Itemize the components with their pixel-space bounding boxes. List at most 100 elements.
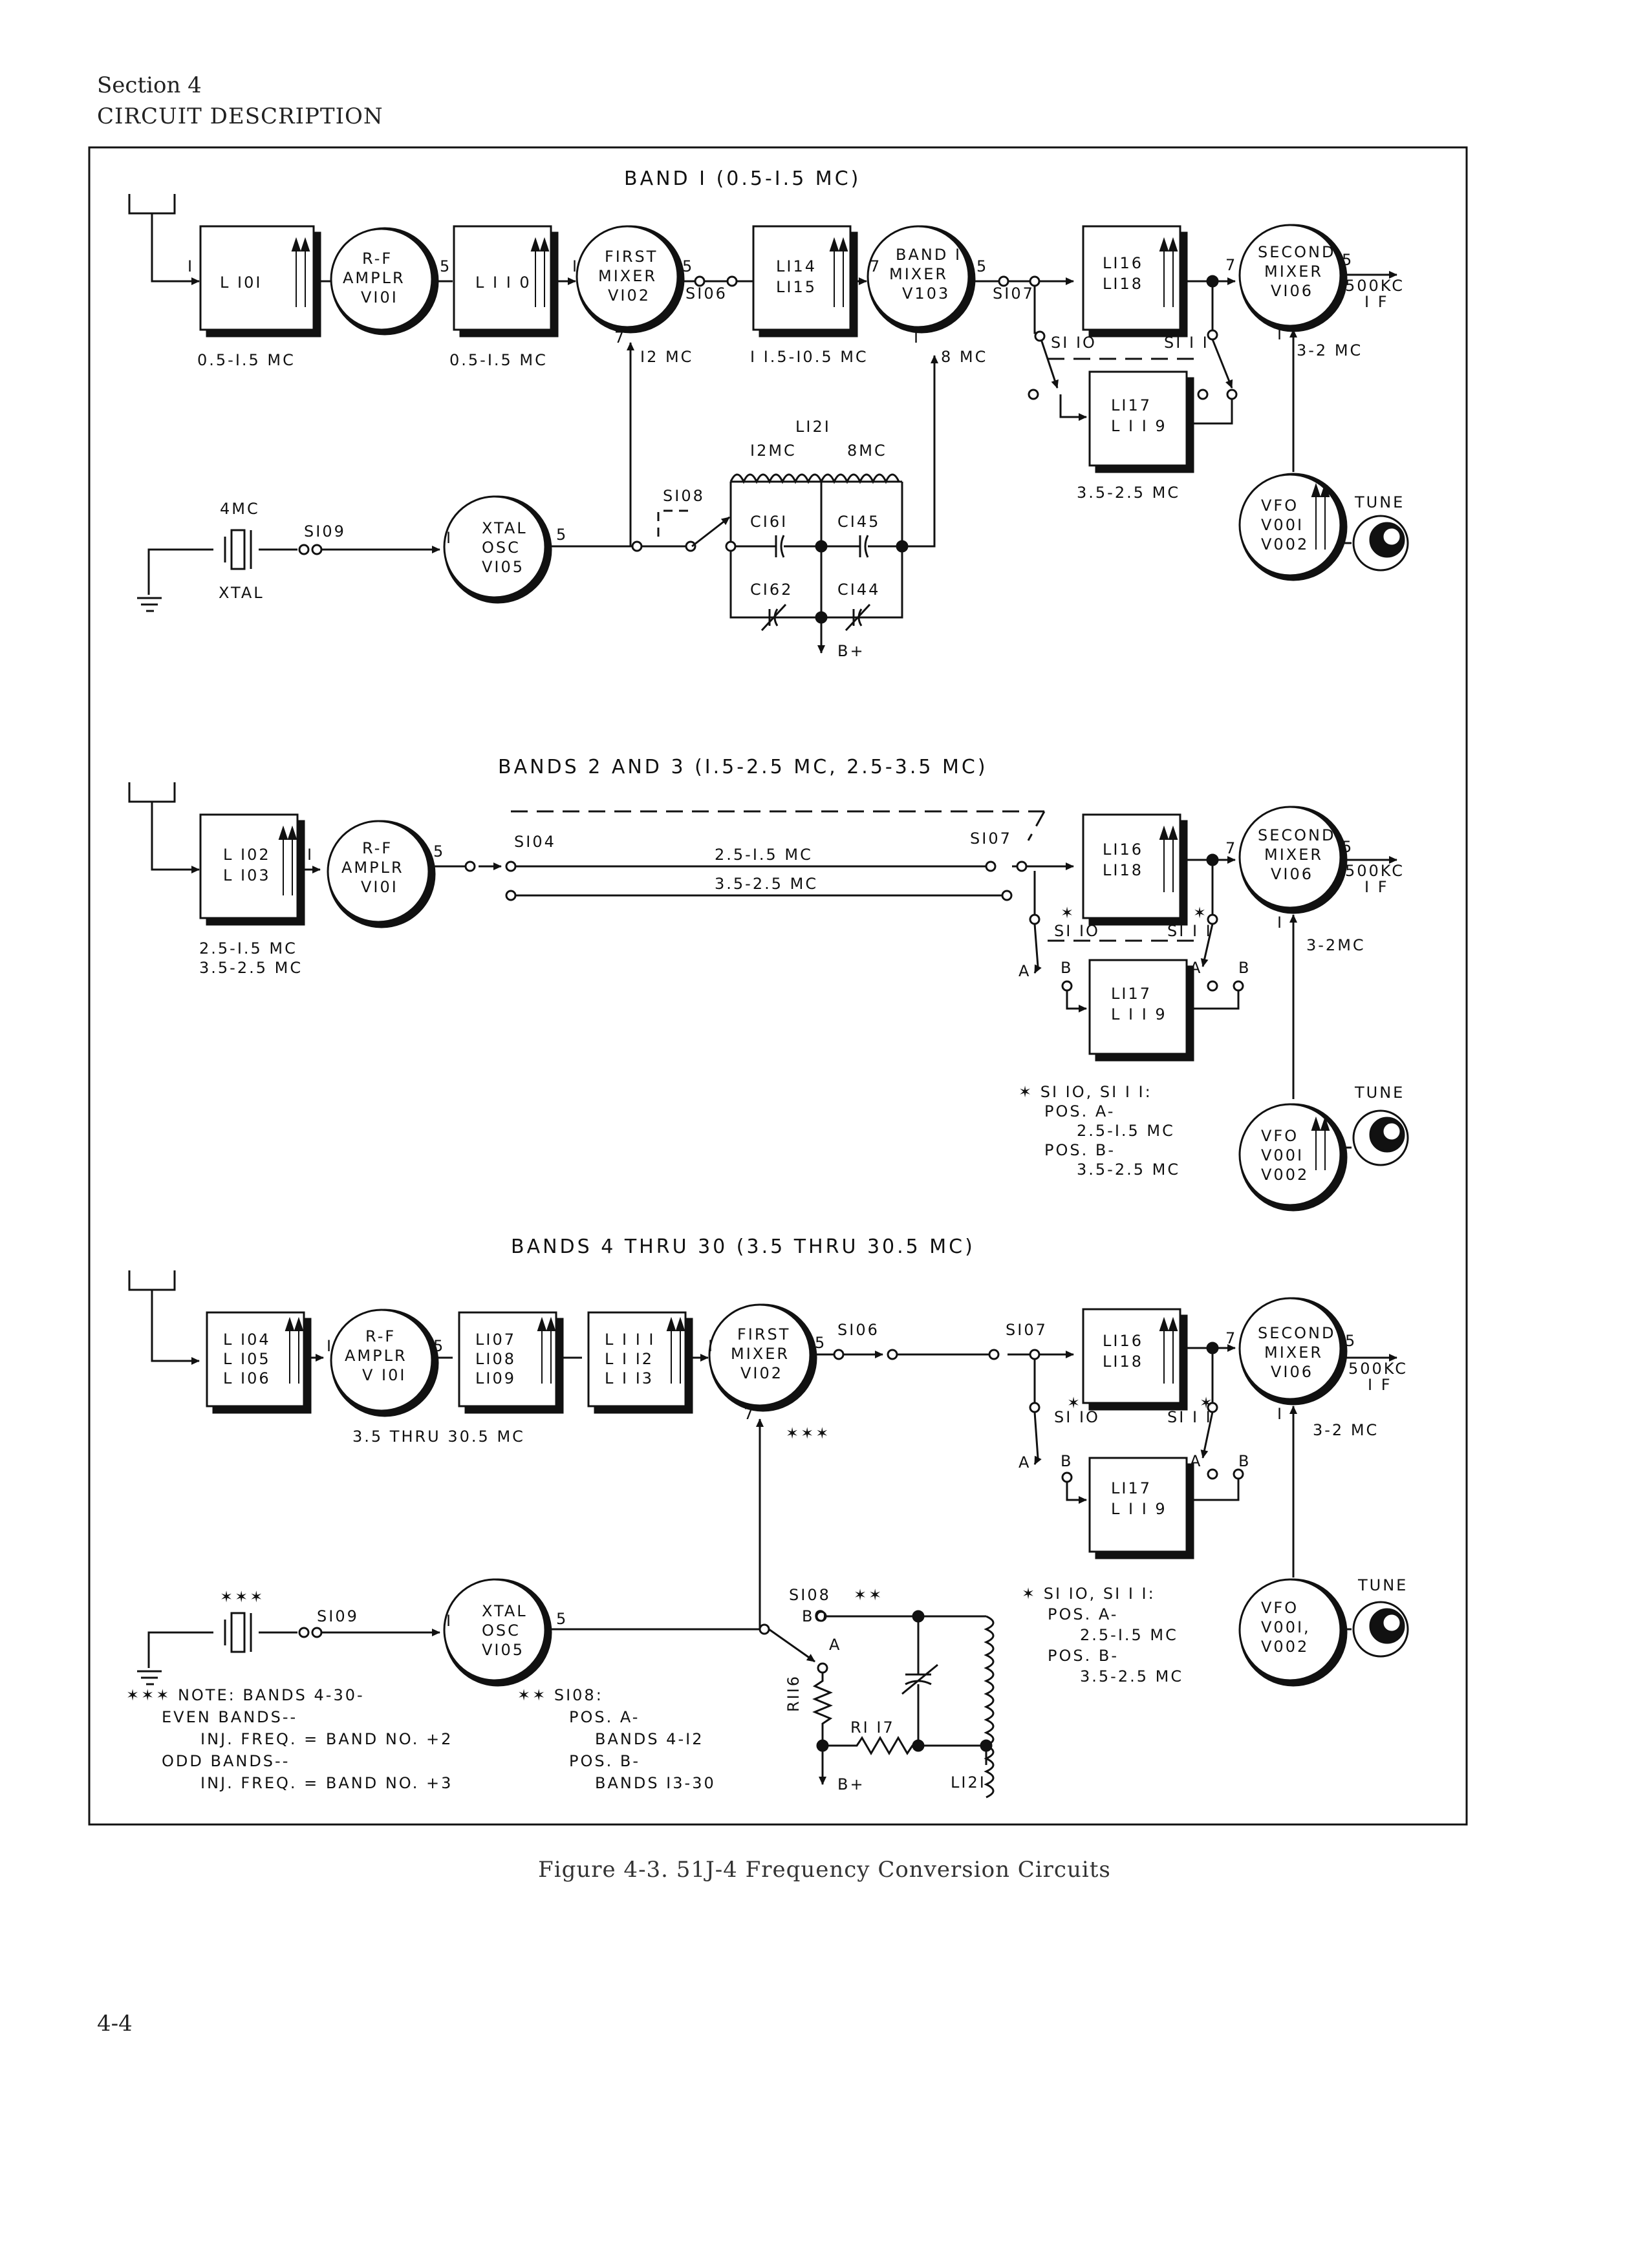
vfo4-label-3: V002 xyxy=(1261,1638,1309,1656)
second-mixer-label-3: VI06 xyxy=(1271,282,1313,300)
band1-mixer-label-2: MIXER xyxy=(889,265,948,283)
rf4-label-2: AMPLR xyxy=(345,1347,407,1365)
rf-amp-label-3: VI0I xyxy=(361,288,398,306)
xtal-osc-label-1: XTAL xyxy=(482,519,528,537)
note23-1: ✶ SI IO, SI I I: xyxy=(1018,1083,1152,1101)
l118-23-label: LI18 xyxy=(1103,861,1143,879)
stars3-label: ✶✶✶ xyxy=(786,1424,830,1442)
freq23-1: 2.5-I.5 MC xyxy=(199,939,297,957)
vfo-label-2: V00I xyxy=(1261,516,1304,534)
s110-23-label: SI IO xyxy=(1054,922,1100,940)
vfo4-label-1: VFO xyxy=(1261,1599,1299,1617)
pin-label: 7 xyxy=(870,257,881,275)
s108-stars: ✶✶ xyxy=(854,1586,883,1604)
pos4-b-right: B xyxy=(1238,1452,1251,1470)
l114-label: LI14 xyxy=(776,257,817,275)
c161-label: CI6I xyxy=(750,513,788,531)
vfo4-label-2: V00I, xyxy=(1261,1618,1311,1636)
pin-label: 5 xyxy=(433,1337,445,1355)
l117-4-label: LI17 xyxy=(1111,1479,1152,1497)
l116-4-label: LI16 xyxy=(1103,1332,1143,1350)
s109-label: SI09 xyxy=(304,522,346,540)
s111-4-star: ✶ xyxy=(1200,1394,1214,1412)
l121-label: LI2I xyxy=(795,418,831,436)
note-left-2: EVEN BANDS-- xyxy=(162,1708,297,1726)
pin-label: I xyxy=(307,846,314,864)
l106-label: L I06 xyxy=(223,1369,271,1387)
r116-label: RII6 xyxy=(784,1674,803,1712)
mix1-4-label-3: VI02 xyxy=(740,1364,783,1382)
note-mid-2: POS. A- xyxy=(569,1708,640,1726)
note-right-4: POS. B- xyxy=(1048,1647,1119,1665)
rf-amp-label-2: AMPLR xyxy=(343,269,405,287)
if-out-label-1: 500KC xyxy=(1345,277,1405,295)
pin-label: I xyxy=(1277,914,1284,932)
pin-label: 5 xyxy=(433,842,445,861)
note-mid-4: POS. B- xyxy=(569,1752,640,1770)
if4-label-2: I F xyxy=(1368,1376,1392,1394)
l107-label: LI07 xyxy=(475,1331,516,1349)
c144-label: CI44 xyxy=(837,581,880,599)
l116-23-label: LI16 xyxy=(1103,840,1143,859)
freq-l110: 0.5-I.5 MC xyxy=(449,351,548,369)
xtal-osc-label-2: OSC xyxy=(482,539,521,557)
note23-2: POS. A- xyxy=(1044,1102,1115,1120)
pin-label: 7 xyxy=(744,1405,755,1423)
pin-label: 5 xyxy=(1342,838,1353,856)
figure-caption: Figure 4-3. 51J-4 Frequency Conversion C… xyxy=(538,1857,1111,1883)
note-right-2: POS. A- xyxy=(1048,1605,1118,1623)
pos-b-left: B xyxy=(1061,959,1073,977)
freq23-vfo: 3-2MC xyxy=(1306,936,1366,954)
note23-4: POS. B- xyxy=(1044,1141,1116,1159)
mix2-4-label-2: MIXER xyxy=(1264,1343,1323,1362)
s107-23-label: SI07 xyxy=(970,829,1012,848)
s108-label: SI08 xyxy=(663,487,705,505)
pin-label: I xyxy=(914,328,920,347)
s108-pos-b: BO xyxy=(802,1607,828,1625)
l104-label: L I04 xyxy=(223,1331,271,1349)
l101-label: L I0I xyxy=(220,273,262,292)
l115-label: LI15 xyxy=(776,278,817,296)
s107-4-label: SI07 xyxy=(1006,1321,1048,1339)
l109-label: LI09 xyxy=(475,1369,516,1387)
pin-label: 7 xyxy=(614,328,626,347)
l121-12mc: I2MC xyxy=(750,442,797,460)
vfo23-label-2: V00I xyxy=(1261,1146,1304,1164)
l119-4-label: L I I 9 xyxy=(1111,1500,1167,1518)
s111-23-label: SI I I xyxy=(1167,922,1212,940)
vfo23-label-1: VFO xyxy=(1261,1127,1299,1145)
mix1-4-label-1: FIRST xyxy=(737,1325,790,1343)
note-right-5: 3.5-2.5 MC xyxy=(1080,1667,1183,1685)
xtal-label: XTAL xyxy=(219,584,264,602)
pin-label: 5 xyxy=(815,1334,826,1352)
l118-4-label: LI18 xyxy=(1103,1353,1143,1371)
osc4-label-2: OSC xyxy=(482,1621,521,1640)
r117-label: RI I7 xyxy=(850,1718,895,1737)
section-label: Section 4 xyxy=(97,72,202,98)
if23-label-1: 500KC xyxy=(1345,862,1405,880)
xtal-freq: 4MC xyxy=(220,500,260,518)
second-mixer-label-2: MIXER xyxy=(1264,262,1323,281)
note-left-4: ODD BANDS-- xyxy=(162,1752,290,1770)
s109-4-label: SI09 xyxy=(317,1607,359,1625)
s110-4-star: ✶ xyxy=(1067,1394,1082,1412)
s108-pos-a: A xyxy=(829,1636,841,1654)
freq4-vfo: 3-2 MC xyxy=(1313,1421,1379,1439)
l119-label: L I I 9 xyxy=(1111,417,1167,435)
if4-label-1: 500KC xyxy=(1348,1360,1408,1378)
xtal-osc-label-3: VI05 xyxy=(482,558,524,576)
note-mid-1: ✶✶ SI08: xyxy=(517,1686,603,1704)
mix2-23-label-2: MIXER xyxy=(1264,846,1323,864)
section-subtitle: CIRCUIT DESCRIPTION xyxy=(97,103,383,129)
mix1-4-label-2: MIXER xyxy=(731,1345,790,1363)
pin-label: I xyxy=(572,257,579,275)
s110-23-star: ✶ xyxy=(1061,904,1075,922)
freq-vfo: 3-2 MC xyxy=(1297,341,1363,359)
freq23-2: 3.5-2.5 MC xyxy=(199,959,303,977)
tune-label: TUNE xyxy=(1354,493,1405,511)
pos4-a-right: A xyxy=(1190,1452,1202,1470)
pos4-a-left: A xyxy=(1018,1453,1031,1471)
pin-label: 5 xyxy=(976,257,988,275)
vfo-label-3: V002 xyxy=(1261,535,1309,553)
rf4-label-3: V I0I xyxy=(362,1366,406,1384)
